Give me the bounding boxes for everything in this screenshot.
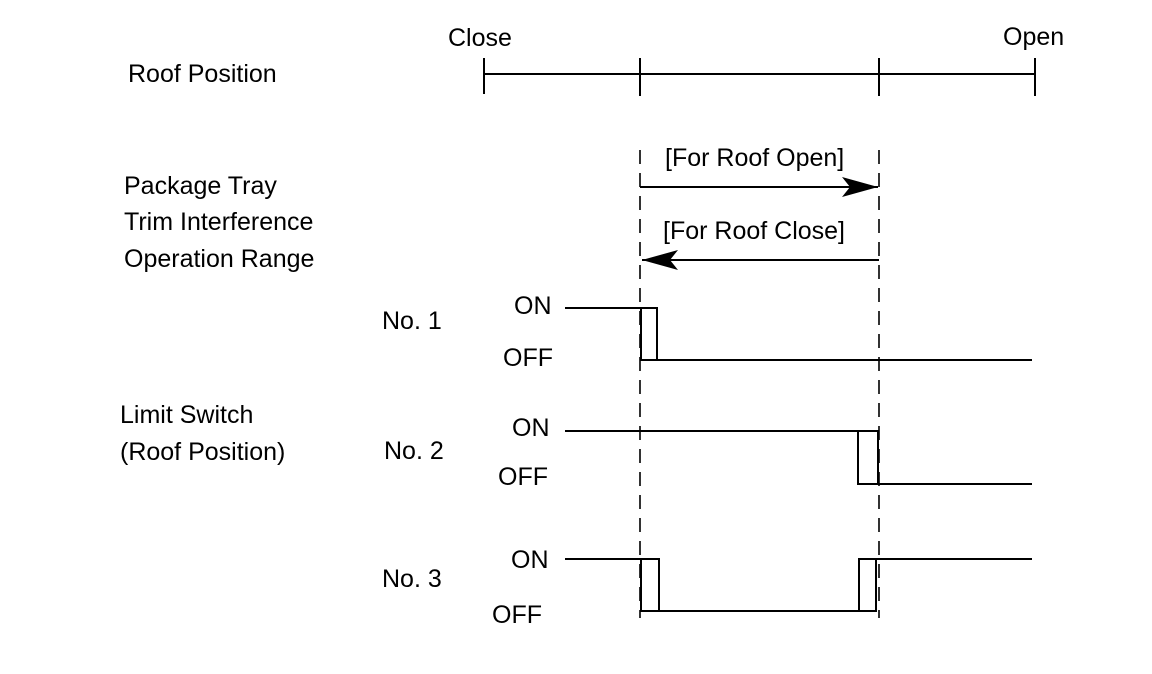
limit-switch-label-line-2: (Roof Position) [120, 438, 285, 466]
switch-1-name: No. 1 [382, 307, 442, 335]
switch-2-name: No. 2 [384, 437, 444, 465]
roof-open-arrow-label: [For Roof Open] [665, 144, 844, 172]
close-label: Close [448, 24, 512, 52]
operation-range-label-line-2: Trim Interference [124, 208, 313, 236]
roof-close-arrow-label: [For Roof Close] [663, 217, 845, 245]
roof-close-arrowhead [642, 250, 678, 270]
switch-1-waveform [565, 307, 1032, 361]
operation-range-label-line-1: Package Tray [124, 172, 277, 200]
switch-2-on-label: ON [512, 414, 550, 442]
roof-open-arrowhead [842, 177, 878, 197]
open-label: Open [1003, 23, 1064, 51]
limit-switch-label-line-1: Limit Switch [120, 401, 253, 429]
switch-1-on-label: ON [514, 292, 552, 320]
roof-position-label: Roof Position [128, 60, 277, 88]
operation-range-label-line-3: Operation Range [124, 245, 314, 273]
switch-3-name: No. 3 [382, 565, 442, 593]
switch-2-off-label: OFF [498, 463, 548, 491]
switch-1-off-label: OFF [503, 344, 553, 372]
switch-3-waveform [565, 558, 1032, 612]
switch-3-on-label: ON [511, 546, 549, 574]
roof-position-scale [483, 58, 1036, 96]
switch-2-waveform [565, 430, 1032, 485]
switch-3-off-label: OFF [492, 601, 542, 629]
